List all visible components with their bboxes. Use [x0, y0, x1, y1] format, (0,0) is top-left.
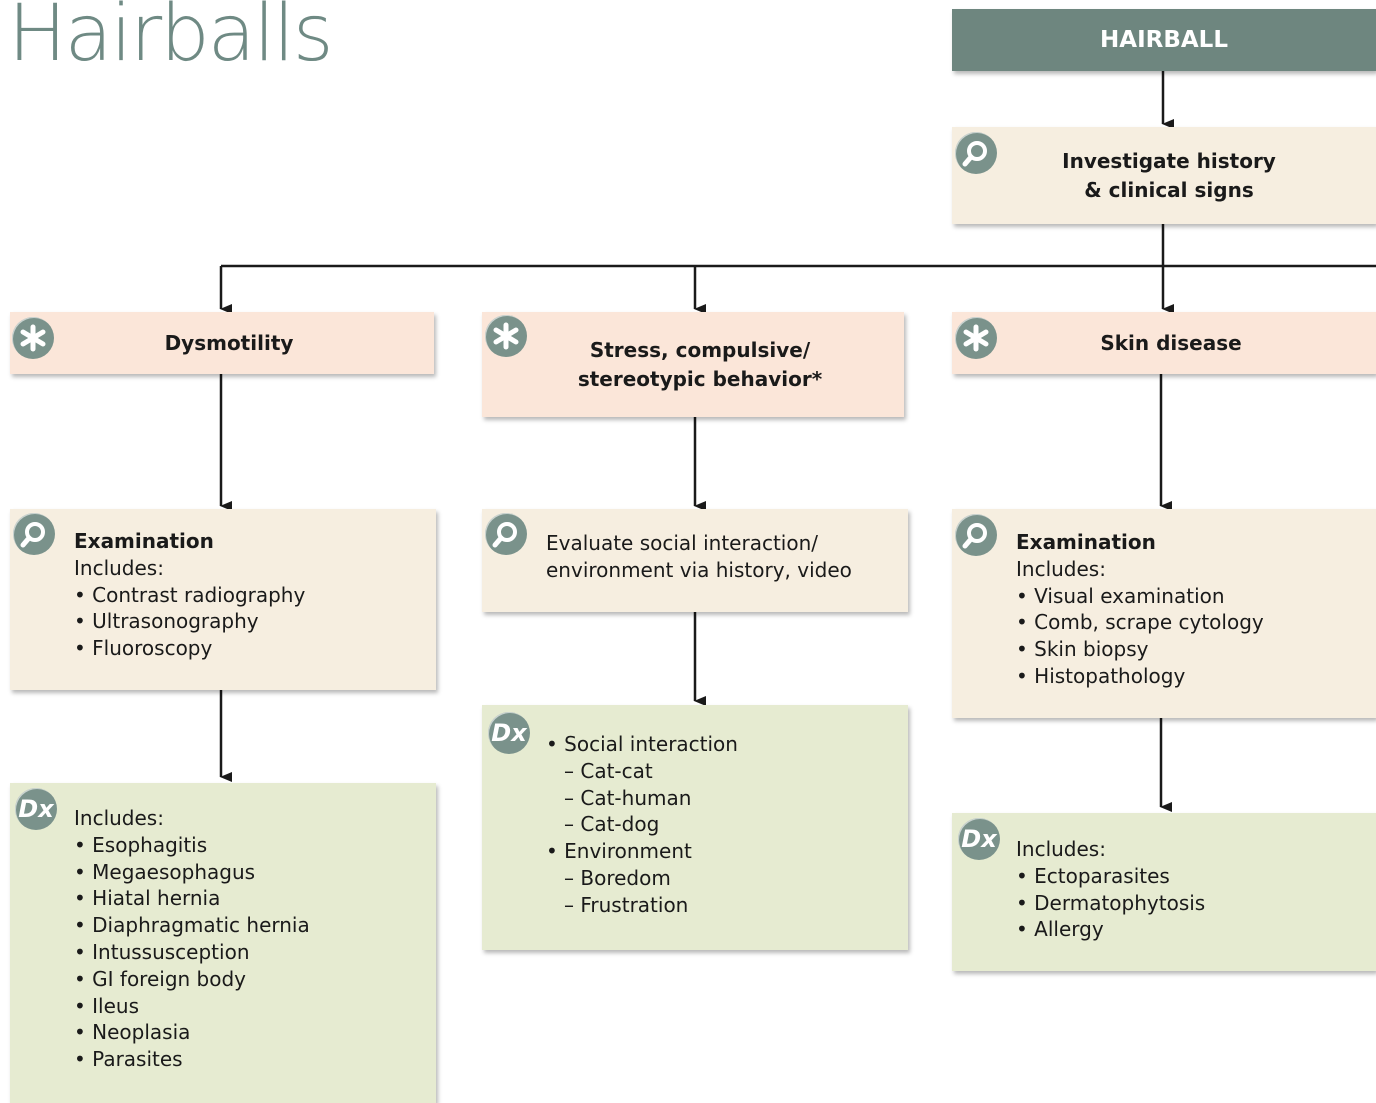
magnifier-icon: [13, 513, 55, 555]
dysmotility-node: Dysmotility: [10, 312, 434, 374]
investigate-label: Investigate history & clinical signs: [1062, 148, 1276, 202]
dx-icon: Dx: [958, 818, 1000, 860]
skin-exam-node: [952, 509, 1376, 718]
dysmotility-dx-node: [10, 783, 436, 1103]
list-item: • Contrast radiography: [74, 582, 306, 607]
eval-line: environment via history, video: [546, 557, 852, 582]
list-item: • Ileus: [74, 993, 140, 1018]
skin-dx-content: Includes: • Ectoparasites • Dermatophyto…: [1016, 836, 1205, 943]
skin-disease-label: Skin disease: [1100, 330, 1242, 355]
dysmotility-exam-content: Examination Includes: • Contrast radiogr…: [74, 528, 305, 662]
list-subitem: – Frustration: [564, 892, 689, 917]
exam-intro: Includes:: [1016, 556, 1106, 581]
list-subitem: – Boredom: [564, 865, 671, 890]
stress-dx-node: [482, 705, 908, 950]
list-item: • Ultrasonography: [74, 609, 259, 634]
skin-dx-node: [952, 813, 1376, 971]
list-item: • Dermatophytosis: [1016, 890, 1206, 915]
exam-intro: Includes:: [74, 555, 164, 580]
page-title: Hairballs: [8, 0, 333, 79]
list-subitem: – Cat-cat: [564, 758, 653, 783]
investigate-node: Investigate history & clinical signs: [952, 127, 1376, 224]
list-subitem: – Cat-dog: [564, 812, 660, 837]
list-item: • Histopathology: [1016, 663, 1186, 688]
magnifier-icon: [955, 514, 997, 556]
dysmotility-exam-node: [10, 509, 436, 690]
stress-node: Stress, compulsive/ stereotypic behavior…: [482, 312, 904, 417]
list-item: • Allergy: [1016, 917, 1104, 942]
asterisk-icon: [12, 317, 54, 359]
dysmotility-dx-content: Includes: • Esophagitis • Megaesophagus …: [74, 805, 310, 1073]
eval-line: Evaluate social interaction/: [546, 531, 819, 555]
stress-dx-content: • Social interaction – Cat-cat – Cat-hum…: [546, 731, 738, 919]
list-item: • Megaesophagus: [74, 859, 256, 884]
dx-icon: Dx: [488, 712, 530, 754]
list-item: • Skin biopsy: [1016, 637, 1149, 662]
dx-icon: Dx: [15, 788, 57, 830]
root-node: HAIRBALL: [952, 9, 1376, 71]
list-item: • GI foreign body: [74, 966, 247, 991]
dx-intro: Includes:: [74, 806, 164, 830]
list-item: • Neoplasia: [74, 1020, 191, 1045]
stress-eval-content: Evaluate social interaction/ environment…: [546, 530, 852, 584]
list-item: • Esophagitis: [74, 832, 208, 857]
magnifier-icon: [485, 513, 527, 555]
list-item: • Environment: [546, 839, 692, 864]
list-item: • Visual examination: [1016, 583, 1225, 608]
magnifier-icon: [955, 132, 997, 174]
asterisk-icon: [485, 315, 527, 357]
stress-label-line1: Stress, compulsive/: [589, 337, 811, 362]
dx-intro: Includes:: [1016, 837, 1106, 861]
list-item: • Ectoparasites: [1016, 863, 1170, 888]
list-item: • Intussusception: [74, 939, 250, 964]
list-subitem: – Cat-human: [564, 785, 692, 810]
skin-disease-node: Skin disease: [952, 312, 1376, 374]
list-item: • Parasites: [74, 1047, 183, 1072]
list-item: • Hiatal hernia: [74, 886, 221, 911]
exam-heading: Examination: [1016, 530, 1156, 554]
list-item: • Diaphragmatic hernia: [74, 913, 310, 938]
asterisk-icon: [955, 317, 997, 359]
skin-exam-content: Examination Includes: • Visual examinati…: [1016, 529, 1264, 690]
exam-heading: Examination: [74, 529, 214, 553]
list-item: • Comb, scrape cytology: [1016, 610, 1264, 635]
list-item: • Social interaction: [546, 732, 738, 756]
stress-eval-node: [482, 509, 908, 612]
stress-label-line2: stereotypic behavior*: [577, 366, 823, 391]
dysmotility-label: Dysmotility: [164, 330, 294, 355]
list-item: • Fluoroscopy: [74, 636, 213, 661]
